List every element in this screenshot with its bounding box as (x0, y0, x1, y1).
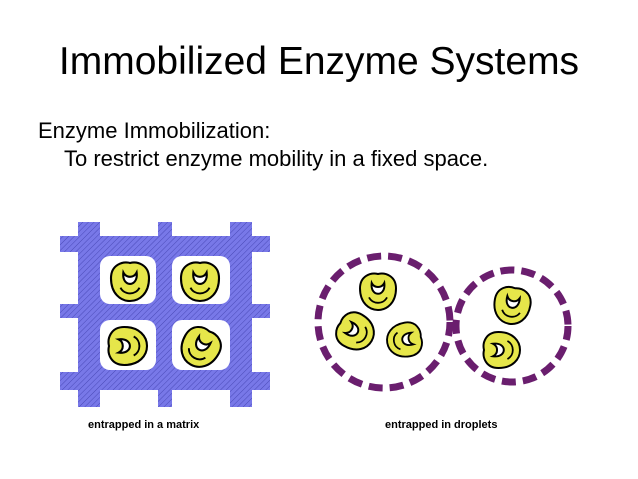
slide-heading: Enzyme Immobilization: (38, 118, 271, 143)
enzyme-icon (383, 319, 426, 361)
enzyme-icon (359, 272, 397, 311)
droplets-diagram (314, 252, 572, 392)
enzyme-icon (482, 331, 521, 369)
matrix-caption: entrapped in a matrix (88, 419, 200, 431)
enzyme-icon (490, 283, 534, 328)
slide-title: Immobilized Enzyme Systems (58, 40, 580, 83)
slide-subtext: To restrict enzyme mobility in a fixed s… (64, 146, 489, 171)
matrix-diagram (60, 222, 270, 407)
matrix-grid (60, 222, 270, 407)
enzyme-icon (330, 306, 382, 358)
droplets-caption: entrapped in droplets (385, 419, 498, 431)
